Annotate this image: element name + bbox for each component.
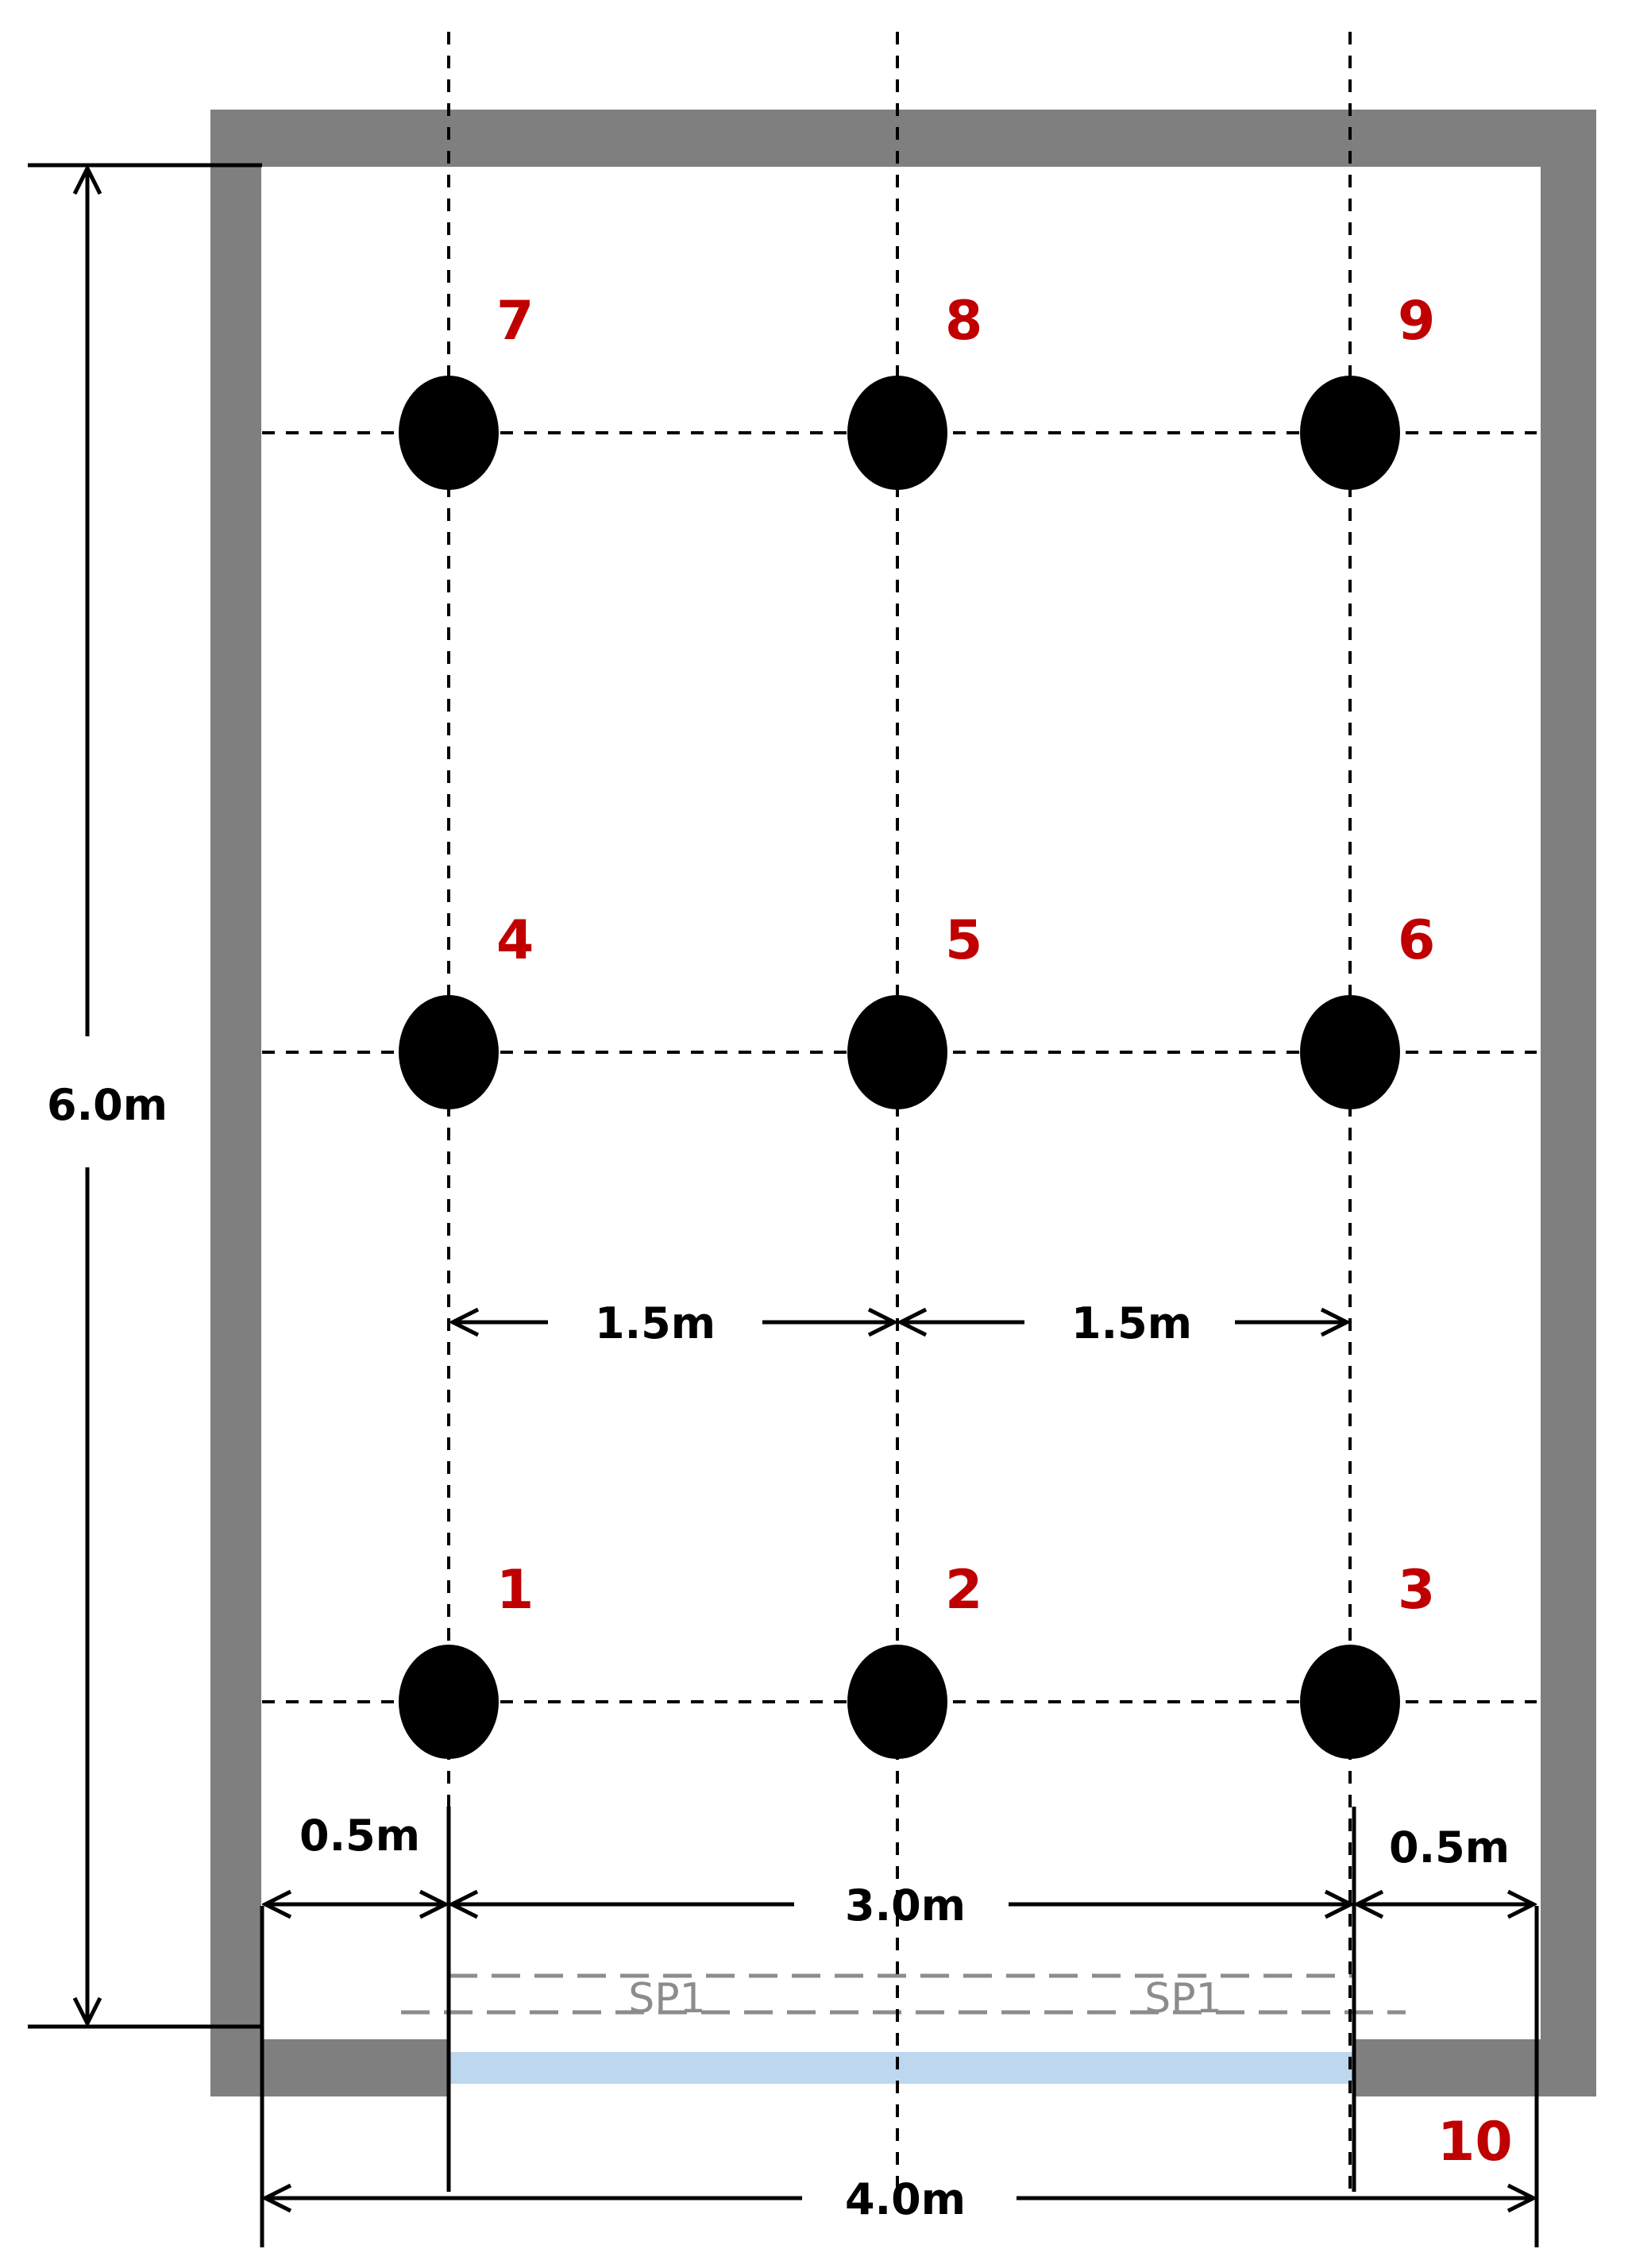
spacing-right-label: 1.5m [1071,1298,1192,1348]
window-panel-label: SP1 [1144,1975,1221,2023]
span-label: 3.0m [845,1880,966,1930]
measurement-point-6 [1300,995,1400,1109]
measurement-point-7 [399,376,499,490]
point-label-5: 5 [945,909,982,972]
measurement-point-3 [1300,1645,1400,1759]
wall-left [210,110,261,2096]
window-glazing [449,2052,1354,2084]
height-dimension [28,163,262,2029]
wall-bottom-left [210,2039,449,2096]
measurement-points: 1 2 3 4 5 6 7 8 9 [399,290,1435,1759]
point-label-6: 6 [1398,909,1435,972]
measurement-grid [262,32,1537,2192]
total-width-dimension [260,2033,1533,2247]
measurement-point-8 [847,376,947,490]
window-panels [401,1973,1406,2015]
wall-bottom-right [1354,2039,1596,2096]
point-label-7: 7 [496,290,534,353]
measurement-point-1 [399,1645,499,1759]
point-label-2: 2 [945,1559,982,1622]
window-panel-label: SP1 [628,1975,705,2023]
point-label-3: 3 [1398,1559,1435,1622]
measurement-point-4 [399,995,499,1109]
total-width-label: 4.0m [845,2174,966,2224]
wall-top [210,110,1596,167]
width-breakdown-dimension [260,1807,1539,2247]
height-dimension-label: 6.0m [47,1080,168,1130]
point-label-8: 8 [945,290,982,353]
measurement-point-9 [1300,376,1400,490]
left-offset-label: 0.5m [299,1811,420,1861]
right-offset-label: 0.5m [1389,1822,1510,1873]
wall-right [1541,110,1596,2096]
point-label-1: 1 [496,1559,534,1622]
point-label-4: 4 [496,909,534,972]
measurement-point-2 [847,1645,947,1759]
measurement-point-5 [847,995,947,1109]
spacing-left-label: 1.5m [595,1298,716,1348]
point-label-9: 9 [1398,290,1435,353]
walls [210,110,1596,2096]
point-label-10: 10 [1437,2111,1513,2174]
